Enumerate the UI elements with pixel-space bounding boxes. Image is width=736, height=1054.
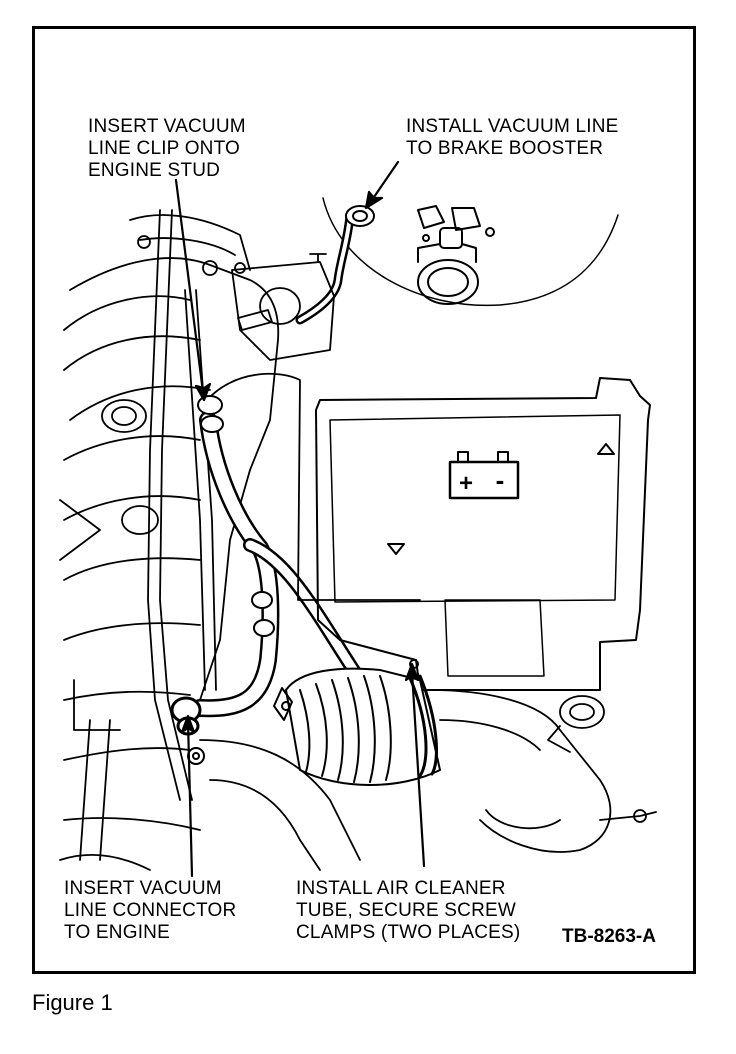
callout-line: INSTALL VACUUM LINE xyxy=(406,116,619,137)
figure-border xyxy=(32,26,696,974)
connector-leader xyxy=(186,720,194,878)
callout-line: INSERT VACUUM xyxy=(88,116,246,137)
fuel-rail-lines xyxy=(147,209,217,801)
callout-line: CLAMPS (TWO PLACES) xyxy=(296,922,521,943)
intake-manifold xyxy=(59,214,280,831)
callout-line: TUBE, SECURE SCREW xyxy=(296,900,517,921)
callout-vacuum-connector: INSERT VACUUM LINE CONNECTOR TO ENGINE xyxy=(64,878,236,944)
callout-line: TO ENGINE xyxy=(64,922,170,943)
callout-air-cleaner: INSTALL AIR CLEANER TUBE, SECURE SCREW C… xyxy=(296,878,520,944)
callout-line: INSERT VACUUM xyxy=(64,878,222,899)
battery-minus-symbol: - xyxy=(496,465,505,495)
air-cleaner-battery-box xyxy=(315,377,651,691)
callout-line: ENGINE STUD xyxy=(88,160,221,181)
callout-line: TO BRAKE BOOSTER xyxy=(406,138,604,159)
figure-caption: Figure 1 xyxy=(32,990,113,1015)
main-vacuum-hose xyxy=(191,372,421,723)
callout-brake-booster: INSTALL VACUUM LINE TO BRAKE BOOSTER xyxy=(406,116,619,160)
callout-vacuum-clip: INSERT VACUUM LINE CLIP ONTO ENGINE STUD xyxy=(88,116,246,182)
air-cleaner-tube xyxy=(273,659,441,786)
callout-line: LINE CLIP ONTO xyxy=(88,138,241,159)
callout-line: INSTALL AIR CLEANER xyxy=(296,878,506,899)
reference-code: TB-8263-A xyxy=(562,926,656,947)
brake-leader xyxy=(370,160,400,202)
air-leader xyxy=(410,670,426,868)
brake-booster-inset xyxy=(322,197,619,307)
vacuum-bracket xyxy=(231,253,335,361)
booster-vacuum-line xyxy=(295,205,375,325)
clip-leader xyxy=(174,178,206,402)
battery-plus-symbol: + xyxy=(459,470,473,497)
lower-engine xyxy=(59,679,361,871)
callout-line: LINE CONNECTOR xyxy=(64,900,237,921)
throttle-body xyxy=(429,689,657,853)
leader-lines xyxy=(174,160,426,878)
